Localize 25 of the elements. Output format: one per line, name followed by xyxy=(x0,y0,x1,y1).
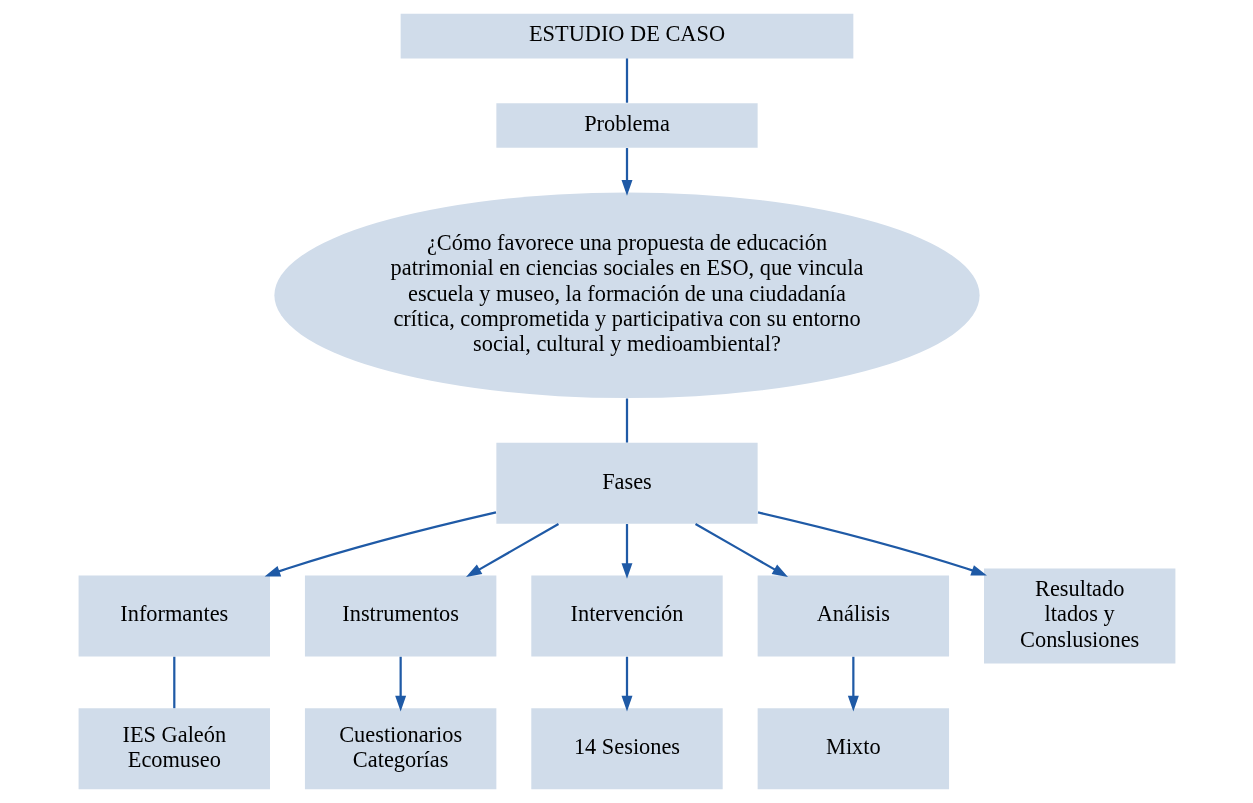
arrow xyxy=(621,656,632,712)
node-box: Instrumentos xyxy=(304,575,496,657)
connector xyxy=(625,398,628,443)
arrow xyxy=(694,523,788,578)
node-ellipse: ¿Cómo favorece una propuesta de educación patrimonial en ciencias sociales en ESO, que vincula escuela y museo, la formación de una ciudadanía crítica, comprometida y participativa con su entorno social, cultural y medioambiental? xyxy=(273,192,980,399)
node-box: Informantes xyxy=(78,575,270,657)
connector xyxy=(172,656,175,709)
node-box: Cuestionarios Categorías xyxy=(304,708,496,790)
arrow xyxy=(465,523,559,578)
arrow xyxy=(621,524,632,579)
arrow xyxy=(757,511,987,576)
node-box: Problema xyxy=(495,103,758,148)
node-box: Resultado ltados y Conslusiones xyxy=(983,568,1175,664)
arrow xyxy=(847,656,859,712)
node-box: Fases xyxy=(495,442,758,524)
node-box: IES Galeón Ecomuseo xyxy=(78,708,270,790)
node-box: Intervención xyxy=(530,575,723,657)
arrow xyxy=(621,148,632,196)
node-box: 14 Sesiones xyxy=(530,708,723,790)
connector xyxy=(625,58,628,103)
node-box: Mixto xyxy=(757,708,949,790)
arrow xyxy=(394,656,406,712)
arrow xyxy=(264,511,496,577)
node-box: ESTUDIO DE CASO xyxy=(400,13,853,59)
node-box: Análisis xyxy=(757,575,949,657)
